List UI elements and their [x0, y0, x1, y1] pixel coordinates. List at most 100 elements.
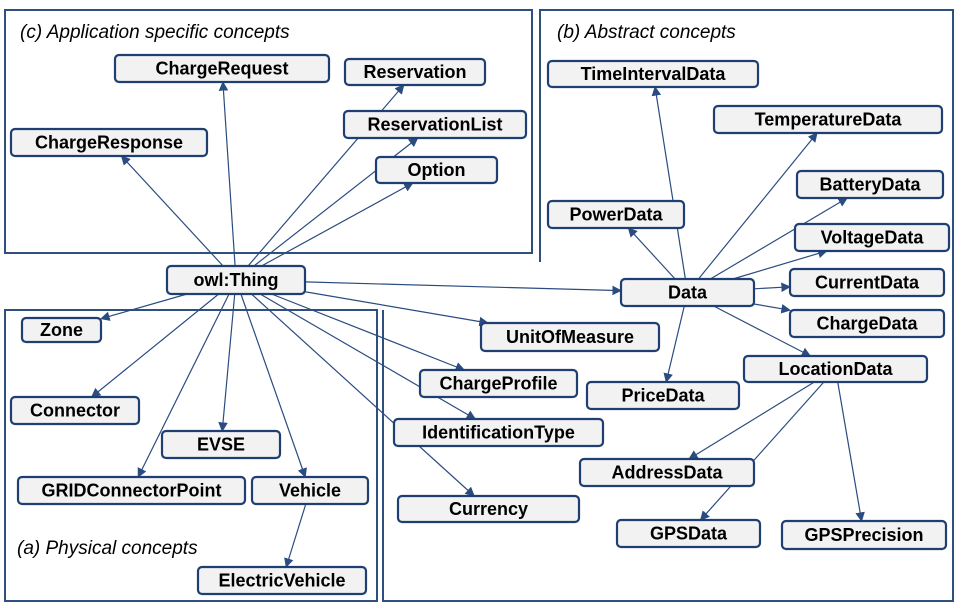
node-time-interval-data: TimeIntervalData	[546, 59, 760, 89]
node-box-electric-vehicle	[196, 565, 368, 596]
node-box-voltage-data	[793, 222, 951, 253]
edge-data-to-voltage-data	[732, 248, 828, 280]
edge-thing-to-connector	[90, 293, 220, 398]
node-label-currency: Currency	[449, 499, 528, 519]
node-charge-data: ChargeData	[788, 308, 946, 339]
node-gps-data: GPSData	[615, 518, 762, 549]
edge-data-to-current-data	[753, 282, 791, 293]
node-box-time-interval-data	[546, 59, 760, 89]
node-box-charge-profile	[418, 368, 579, 399]
node-currency: Currency	[396, 494, 581, 524]
node-box-option	[374, 155, 499, 185]
node-label-price-data: PriceData	[621, 386, 705, 406]
node-box-price-data	[585, 380, 741, 411]
node-location-data: LocationData	[742, 354, 929, 384]
edge-layer	[90, 81, 865, 568]
node-box-identification-type	[392, 417, 605, 448]
node-label-thing: owl:Thing	[194, 270, 279, 290]
region-abstract	[382, 9, 954, 602]
edge-thing-to-grid-connector-point	[137, 293, 230, 478]
edge-thing-to-option	[261, 182, 414, 267]
node-box-zone	[20, 316, 103, 344]
node-box-temperature-data	[712, 104, 944, 135]
region-label-abstract: (b) Abstract concepts	[557, 22, 736, 43]
node-battery-data: BatteryData	[795, 169, 945, 200]
node-address-data: AddressData	[578, 457, 756, 488]
node-connector: Connector	[9, 395, 141, 426]
edge-data-to-power-data	[627, 227, 676, 280]
node-label-voltage-data: VoltageData	[821, 228, 925, 248]
edge-thing-to-charge-profile	[271, 293, 466, 372]
node-label-charge-response: ChargeResponse	[35, 133, 183, 153]
node-label-electric-vehicle: ElectricVehicle	[218, 571, 345, 591]
node-box-gps-data	[615, 518, 762, 549]
node-current-data: CurrentData	[788, 267, 946, 298]
region-physical	[4, 309, 378, 602]
edge-location-data-to-address-data	[688, 381, 815, 460]
edge-data-to-price-data	[663, 305, 685, 383]
node-identification-type: IdentificationType	[392, 417, 605, 448]
node-box-charge-request	[113, 53, 331, 84]
node-label-charge-data: ChargeData	[816, 314, 918, 334]
node-label-gps-data: GPSData	[650, 524, 728, 544]
node-label-current-data: CurrentData	[815, 273, 920, 293]
edge-thing-to-zone	[100, 293, 188, 321]
node-label-address-data: AddressData	[611, 463, 723, 483]
node-box-reservation-list	[342, 109, 528, 140]
edge-thing-to-currency	[251, 293, 475, 497]
node-layer: owl:Thing ChargeRequest ReservationReserva…	[9, 53, 951, 596]
node-reservation: Reservation	[343, 57, 487, 87]
node-voltage-data: VoltageData	[793, 222, 951, 253]
node-label-data: Data	[668, 283, 708, 303]
node-box-gps-precision	[780, 519, 948, 551]
node-power-data: PowerData	[546, 199, 686, 230]
node-box-connector	[9, 395, 141, 426]
node-label-unit-of-measure: UnitOfMeasure	[506, 327, 634, 347]
node-vehicle: Vehicle	[250, 475, 370, 506]
node-label-temperature-data: TemperatureData	[755, 110, 903, 130]
edge-data-to-temperature-data	[697, 132, 818, 280]
node-box-charge-data	[788, 308, 946, 339]
node-box-charge-response	[9, 127, 209, 158]
node-zone: Zone	[20, 316, 103, 344]
node-grid-connector-point: GRIDConnectorPoint	[16, 475, 247, 506]
edge-data-to-location-data	[713, 305, 812, 357]
node-box-current-data	[788, 267, 946, 298]
region-label-physical: (a) Physical concepts	[17, 538, 198, 559]
node-box-power-data	[546, 199, 686, 230]
node-price-data: PriceData	[585, 380, 741, 411]
node-box-vehicle	[250, 475, 370, 506]
edge-thing-to-charge-response	[120, 155, 224, 267]
node-box-battery-data	[795, 169, 945, 200]
edge-data-to-battery-data	[710, 197, 849, 280]
node-box-currency	[396, 494, 581, 524]
node-label-charge-request: ChargeRequest	[155, 59, 288, 79]
node-label-vehicle: Vehicle	[279, 481, 341, 501]
edge-thing-to-data	[304, 281, 622, 296]
node-label-evse: EVSE	[197, 435, 245, 455]
node-box-address-data	[578, 457, 756, 488]
node-label-location-data: LocationData	[778, 359, 893, 379]
edge-vehicle-to-electric-vehicle	[284, 503, 307, 568]
edge-thing-to-evse	[218, 293, 236, 432]
node-unit-of-measure: UnitOfMeasure	[479, 321, 661, 353]
node-box-reservation	[343, 57, 487, 87]
node-box-location-data	[742, 354, 929, 384]
node-label-reservation: Reservation	[363, 62, 466, 82]
node-label-gps-precision: GPSPrecision	[804, 525, 923, 545]
node-label-time-interval-data: TimeIntervalData	[581, 64, 727, 84]
node-reservation-list: ReservationList	[342, 109, 528, 140]
node-charge-response: ChargeResponse	[9, 127, 209, 158]
node-label-identification-type: IdentificationType	[422, 423, 575, 443]
node-label-power-data: PowerData	[569, 205, 663, 225]
edge-thing-to-identification-type	[259, 293, 477, 420]
node-box-evse	[160, 429, 282, 460]
region-application-specific	[4, 9, 533, 254]
region-label-application: (c) Application specific concepts	[20, 22, 290, 43]
node-box-data	[619, 277, 756, 308]
node-charge-profile: ChargeProfile	[418, 368, 579, 399]
edge-location-data-to-gps-precision	[837, 381, 865, 522]
node-box-thing	[165, 264, 307, 296]
node-box-grid-connector-point	[16, 475, 247, 506]
edge-data-to-charge-data	[753, 303, 791, 314]
